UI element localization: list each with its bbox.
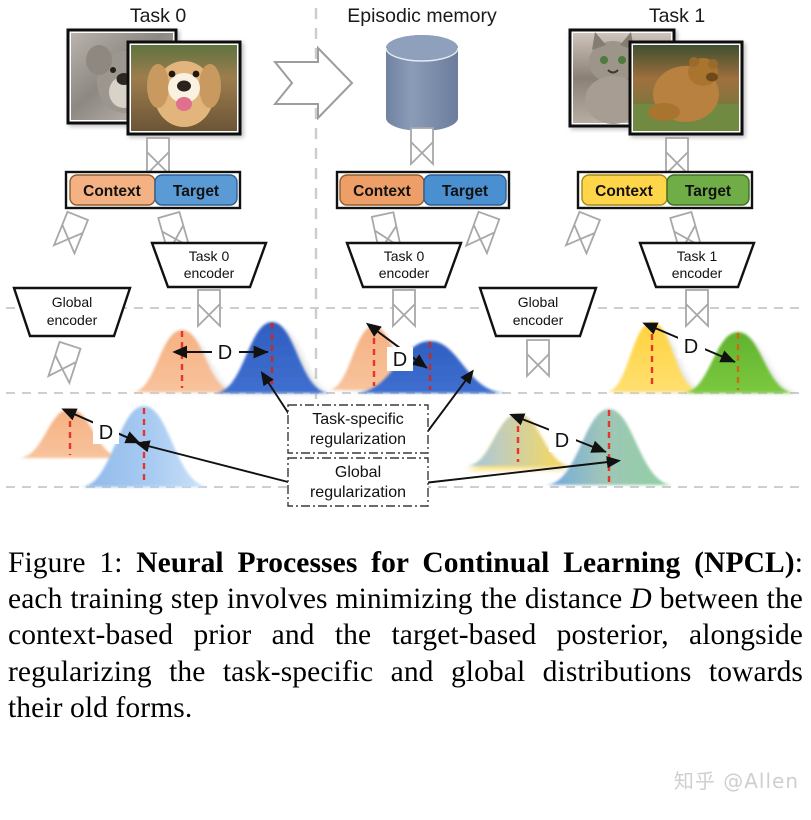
- task1-context-label: Context: [595, 183, 653, 200]
- chevron-down-icon: [685, 289, 709, 329]
- task0-target-label: Target: [173, 183, 219, 200]
- memory-encoder-line1: Task 0: [384, 248, 425, 264]
- global-encoder-left-line2: encoder: [47, 312, 98, 328]
- task1-target-label: Target: [685, 183, 731, 200]
- global-left-distance-label: D: [99, 422, 113, 444]
- callout-task-specific-line2: regularization: [310, 431, 406, 448]
- transfer-arrow: [272, 45, 354, 121]
- chevron-down-icon: [564, 210, 602, 256]
- memory-encoder-line2: encoder: [379, 265, 430, 281]
- task0-title: Task 0: [130, 5, 187, 27]
- memory-context-label: Context: [353, 183, 411, 200]
- episodic-memory-title: Episodic memory: [347, 5, 497, 27]
- task0-target-chip: [154, 174, 238, 206]
- chevron-down-icon: [197, 289, 221, 329]
- chevron-down-icon: [392, 289, 416, 329]
- task1-encoder-line1: Task 1: [677, 248, 718, 264]
- memory-target-chip: [423, 174, 507, 206]
- task1-photo-stack: [568, 28, 744, 136]
- task1-encoder: Task 1 encoder: [638, 241, 756, 289]
- global-encoder-right-line2: encoder: [513, 312, 564, 328]
- global-encoder-right: Global encoder: [478, 286, 598, 338]
- caption-rest-a: : each training step involves minimizing…: [8, 547, 803, 616]
- callout-global-line2: regularization: [310, 484, 406, 501]
- global-encoder-right-line1: Global: [518, 294, 558, 310]
- caption-rest-b: between the context-based prior and the …: [8, 583, 803, 724]
- chevron-down-icon: [464, 210, 501, 256]
- global-right-distance-label: D: [555, 430, 569, 452]
- task0-encoder-line1: Task 0: [189, 248, 230, 264]
- callout-global-line1: Global: [335, 464, 381, 481]
- callout-global-regularization: Global regularization: [287, 457, 429, 507]
- memory-dist-pair-row1: D: [328, 322, 507, 393]
- callout-task-specific-line1: Task-specific: [312, 411, 404, 428]
- episodic-memory-cylinder: [385, 35, 459, 131]
- task1-distance-label: D: [684, 336, 698, 358]
- caption-distance-variable: D: [630, 583, 652, 616]
- memory-distance-label: D: [393, 349, 407, 371]
- chevron-down-icon: [146, 137, 170, 177]
- task1-title: Task 1: [649, 5, 705, 27]
- bear-photo: [628, 40, 744, 136]
- task1-target-chip: [666, 174, 750, 206]
- task1-context-target-bar: Context Target: [576, 170, 754, 210]
- global-encoder-left: Global encoder: [12, 286, 132, 338]
- task0-distance-label: D: [218, 342, 232, 364]
- memory-target-label: Target: [442, 183, 488, 200]
- task1-dist-pair-row1: D: [606, 322, 800, 393]
- chevron-down-icon: [52, 210, 90, 256]
- orange-context-curve: [132, 330, 236, 392]
- dog-photo: [126, 40, 242, 136]
- caption-bold-title: Neural Processes for Continual Learning …: [136, 547, 795, 579]
- task0-encoder: Task 0 encoder: [150, 241, 268, 289]
- task0-encoder-line2: encoder: [184, 265, 235, 281]
- watermark: 知乎 @Allen: [673, 769, 799, 793]
- chevron-down-icon: [665, 137, 689, 177]
- task0-context-label: Context: [83, 183, 141, 200]
- figure-caption: Figure 1: Neural Processes for Continual…: [8, 545, 803, 726]
- task0-context-target-bar: Context Target: [64, 170, 242, 210]
- memory-context-target-bar: Context Target: [335, 170, 511, 210]
- chevron-down-icon: [410, 127, 434, 167]
- global-dist-pair-left: D: [18, 406, 210, 487]
- chevron-down-icon: [46, 340, 82, 386]
- task1-encoder-line2: encoder: [672, 265, 723, 281]
- callout-task-specific-regularization: Task-specific regularization: [287, 404, 429, 454]
- task0-photo-stack: [66, 28, 242, 136]
- task0-dist-pair-row1: D: [132, 322, 334, 393]
- chevron-arrows-row1: [146, 127, 689, 177]
- chevron-down-icon: [526, 339, 550, 379]
- green-target-curve: [682, 332, 796, 393]
- global-encoder-left-line1: Global: [52, 294, 92, 310]
- memory-task0-encoder: Task 0 encoder: [345, 241, 463, 289]
- figure-diagram: Task 0 Episodic memory Task 1: [6, 5, 806, 507]
- global-dist-pair-right: D: [463, 409, 674, 485]
- caption-prefix: Figure 1:: [8, 547, 123, 579]
